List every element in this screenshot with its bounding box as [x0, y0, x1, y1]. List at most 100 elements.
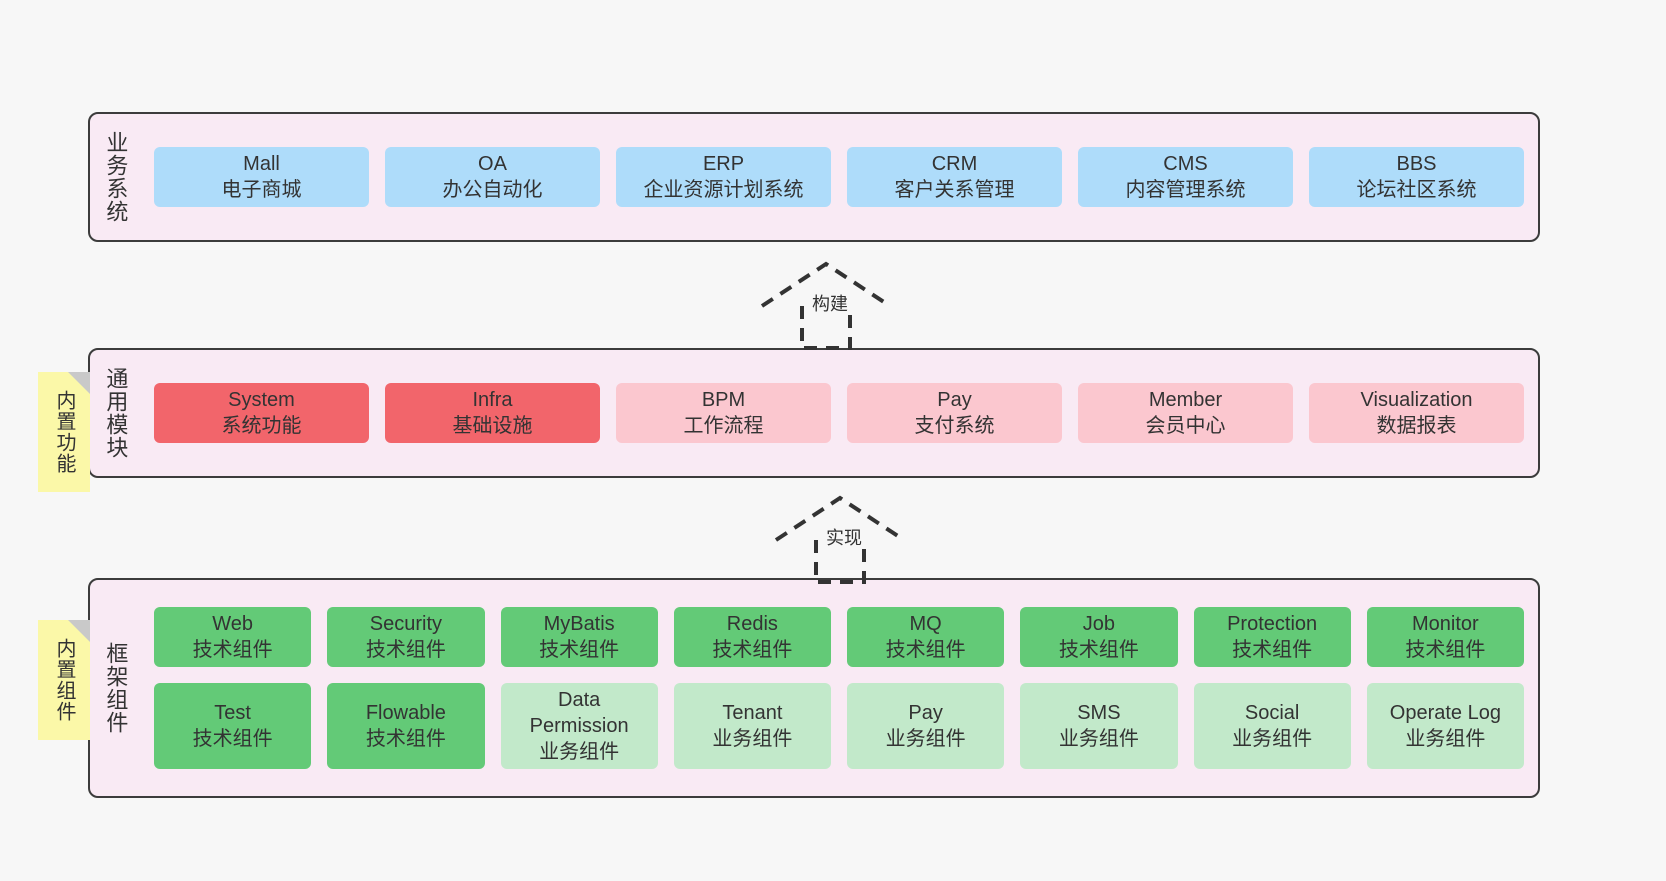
note-builtin-component: 内置组件 — [38, 620, 90, 740]
node-label-en: Data Permission — [529, 689, 629, 737]
node-label-cn: 技术组件 — [1232, 639, 1313, 661]
node-label-cn: 业务组件 — [1058, 728, 1139, 750]
note-builtin-feature: 内置功能 — [38, 372, 90, 492]
node-flowable[interactable]: Flowable 技术组件 — [327, 683, 485, 769]
node-label-cn: 技术组件 — [1058, 639, 1139, 661]
node-label-en: ERP — [702, 153, 745, 175]
node-label-en: Protection — [1227, 613, 1318, 635]
node-mall[interactable]: Mall 电子商城 — [154, 147, 369, 207]
node-label-en: Mall — [243, 153, 280, 175]
node-row: Test 技术组件 Flowable 技术组件 Data Permission … — [154, 683, 1524, 769]
node-label-en: Flowable — [365, 702, 446, 724]
note-label: 内置组件 — [53, 638, 75, 722]
connector-build-label: 构建 — [812, 294, 848, 314]
layer-body-business-system: Mall 电子商城 OA 办公自动化 ERP 企业资源计划系统 CRM 客户关系… — [140, 114, 1538, 240]
node-label-cn: 论坛社区系统 — [1356, 179, 1477, 201]
node-label-cn: 业务组件 — [1405, 728, 1486, 750]
layer-common-module: 通用模块 System 系统功能 Infra 基础设施 BPM 工作流程 Pay… — [88, 348, 1540, 478]
node-label-en: Monitor — [1412, 613, 1479, 635]
node-label-cn: 技术组件 — [365, 639, 446, 661]
node-label-cn: 客户关系管理 — [894, 179, 1015, 201]
node-label-en: Member — [1148, 389, 1223, 411]
node-label-cn: 技术组件 — [365, 728, 446, 750]
node-infra[interactable]: Infra 基础设施 — [385, 383, 600, 443]
node-redis[interactable]: Redis 技术组件 — [673, 607, 831, 667]
node-protection[interactable]: Protection 技术组件 — [1193, 607, 1351, 667]
node-operate-log[interactable]: Operate Log 业务组件 — [1366, 683, 1524, 769]
layer-business-system: 业务系统 Mall 电子商城 OA 办公自动化 ERP 企业资源计划系统 CRM… — [88, 112, 1540, 242]
node-label-en: Operate Log — [1389, 702, 1501, 724]
node-label-en: BPM — [701, 389, 746, 411]
node-social[interactable]: Social 业务组件 — [1193, 683, 1351, 769]
node-label-en: SMS — [1077, 702, 1121, 724]
node-label-en: Redis — [726, 613, 778, 635]
note-fold-corner-icon — [68, 620, 90, 642]
node-job[interactable]: Job 技术组件 — [1020, 607, 1178, 667]
node-label-en: System — [228, 389, 295, 411]
node-label-cn: 技术组件 — [712, 639, 793, 661]
node-label-en: BBS — [1396, 153, 1437, 175]
node-pay-biz[interactable]: Pay 业务组件 — [847, 683, 1005, 769]
node-label-en: MyBatis — [543, 613, 615, 635]
node-label-cn: 技术组件 — [885, 639, 966, 661]
node-label-cn: 基础设施 — [452, 415, 533, 437]
node-label-en: Social — [1244, 702, 1300, 724]
node-label-cn: 会员中心 — [1145, 415, 1226, 437]
node-mybatis[interactable]: MyBatis 技术组件 — [500, 607, 658, 667]
node-member[interactable]: Member 会员中心 — [1078, 383, 1293, 443]
node-label-cn: 业务组件 — [885, 728, 966, 750]
node-label-en: MQ — [909, 613, 942, 635]
node-label-cn: 业务组件 — [539, 741, 620, 763]
node-label-en: Job — [1082, 613, 1115, 635]
note-label: 内置功能 — [53, 390, 75, 474]
node-label-cn: 工作流程 — [683, 415, 764, 437]
dashed-hollow-arrow-up-icon — [760, 261, 892, 350]
node-label-en: Test — [214, 702, 251, 724]
node-label-cn: 技术组件 — [192, 728, 273, 750]
layer-title-framework-component: 框架组件 — [103, 642, 129, 734]
node-tenant[interactable]: Tenant 业务组件 — [673, 683, 831, 769]
connector-implement: 实现 — [772, 492, 932, 584]
layer-title-common-module: 通用模块 — [103, 367, 129, 459]
node-label-cn: 业务组件 — [1232, 728, 1313, 750]
node-label-cn: 支付系统 — [914, 415, 995, 437]
layer-framework-component: 框架组件 Web 技术组件 Security 技术组件 MyBatis 技术组件… — [88, 578, 1540, 798]
node-label-en: CRM — [931, 153, 978, 175]
node-label-cn: 企业资源计划系统 — [643, 179, 804, 201]
node-oa[interactable]: OA 办公自动化 — [385, 147, 600, 207]
layer-body-common-module: System 系统功能 Infra 基础设施 BPM 工作流程 Pay 支付系统… — [140, 350, 1538, 476]
node-mq[interactable]: MQ 技术组件 — [847, 607, 1005, 667]
node-bbs[interactable]: BBS 论坛社区系统 — [1309, 147, 1524, 207]
node-bpm[interactable]: BPM 工作流程 — [616, 383, 831, 443]
node-pay[interactable]: Pay 支付系统 — [847, 383, 1062, 443]
node-erp[interactable]: ERP 企业资源计划系统 — [616, 147, 831, 207]
node-data-permission[interactable]: Data Permission 业务组件 — [500, 683, 658, 769]
node-label-en: Web — [212, 613, 253, 635]
node-label-en: OA — [478, 153, 507, 175]
node-label-en: Visualization — [1360, 389, 1473, 411]
node-label-cn: 业务组件 — [712, 728, 793, 750]
node-row: Mall 电子商城 OA 办公自动化 ERP 企业资源计划系统 CRM 客户关系… — [154, 147, 1524, 207]
node-label-en: CMS — [1163, 153, 1208, 175]
node-system[interactable]: System 系统功能 — [154, 383, 369, 443]
node-monitor[interactable]: Monitor 技术组件 — [1366, 607, 1524, 667]
node-label-cn: 数据报表 — [1376, 415, 1457, 437]
node-test[interactable]: Test 技术组件 — [154, 683, 312, 769]
node-cms[interactable]: CMS 内容管理系统 — [1078, 147, 1293, 207]
node-crm[interactable]: CRM 客户关系管理 — [847, 147, 1062, 207]
connector-build: 构建 — [758, 258, 918, 350]
node-security[interactable]: Security 技术组件 — [327, 607, 485, 667]
node-label-en: Infra — [472, 389, 513, 411]
node-label-en: Security — [369, 613, 442, 635]
node-label-cn: 办公自动化 — [442, 179, 543, 201]
node-visualization[interactable]: Visualization 数据报表 — [1309, 383, 1524, 443]
node-label-en: Pay — [937, 389, 972, 411]
node-row: System 系统功能 Infra 基础设施 BPM 工作流程 Pay 支付系统… — [154, 383, 1524, 443]
node-label-cn: 技术组件 — [539, 639, 620, 661]
node-row: Web 技术组件 Security 技术组件 MyBatis 技术组件 Redi… — [154, 607, 1524, 667]
node-web[interactable]: Web 技术组件 — [154, 607, 312, 667]
connector-implement-label: 实现 — [826, 528, 862, 548]
node-sms[interactable]: SMS 业务组件 — [1020, 683, 1178, 769]
node-label-en: Tenant — [722, 702, 783, 724]
